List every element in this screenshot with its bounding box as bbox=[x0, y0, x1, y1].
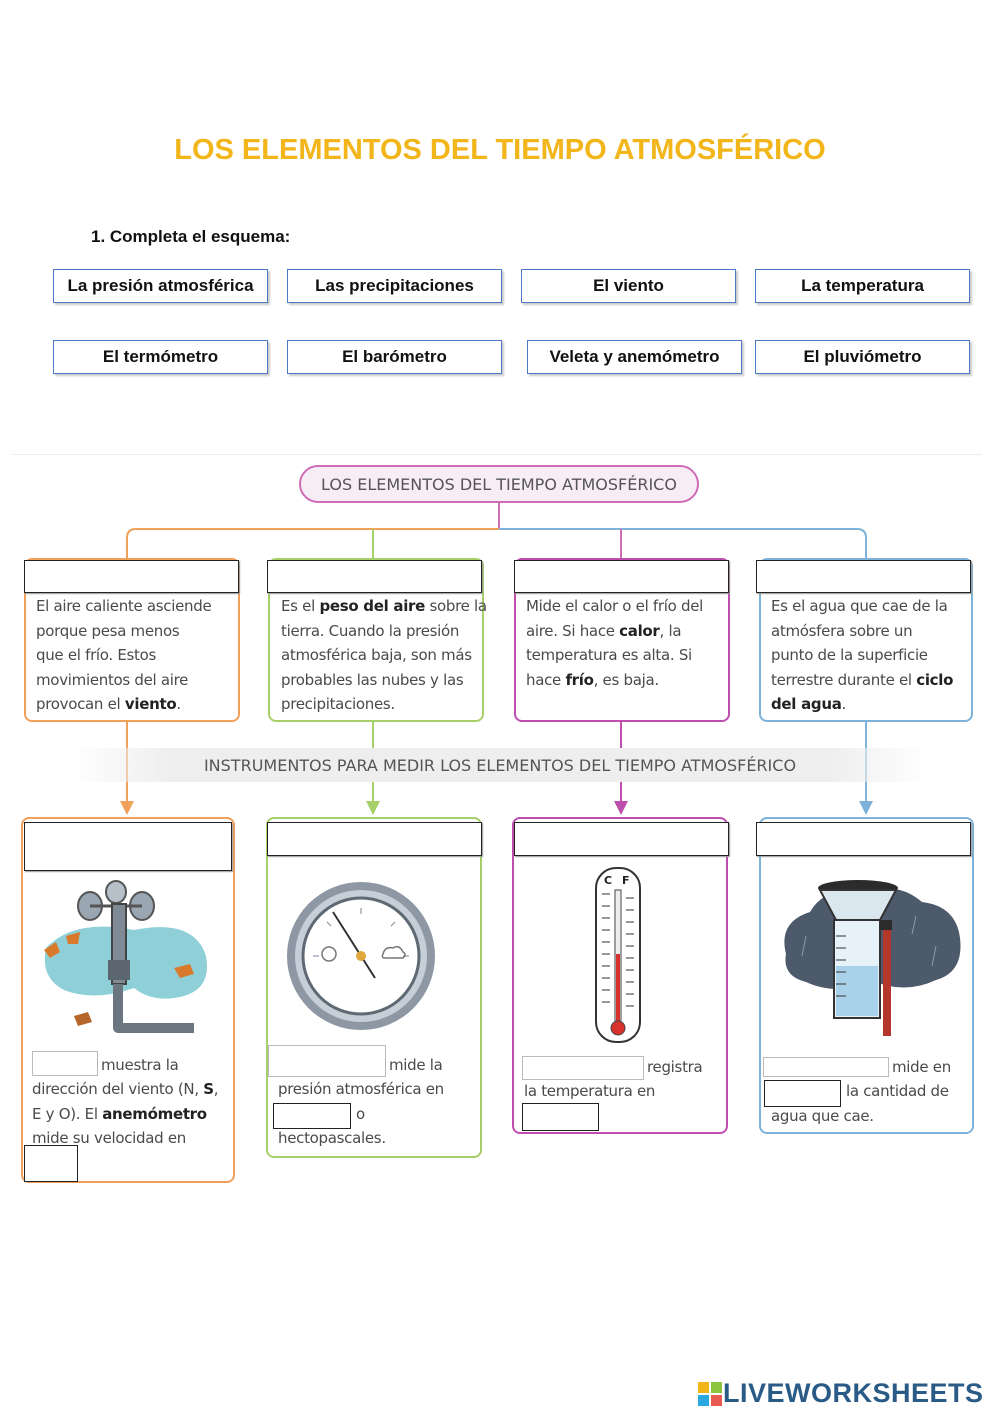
rain-gauge-icon bbox=[784, 880, 961, 1036]
instrument-text-line: la cantidad de bbox=[846, 1082, 949, 1100]
drop-zone-instrument-2[interactable] bbox=[267, 822, 482, 856]
chip-barometro[interactable]: El barómetro bbox=[287, 340, 502, 374]
chip-veleta-anemometro[interactable]: Veleta y anemómetro bbox=[527, 340, 742, 374]
blank-field[interactable] bbox=[763, 1057, 889, 1077]
text-line: temperatura es alta. Si bbox=[526, 646, 692, 665]
text-line: Mide el calor o el frío del bbox=[526, 597, 703, 615]
text-line: aire. Si hace calor, la bbox=[526, 621, 682, 640]
text-line: porque pesa menos bbox=[36, 621, 180, 640]
text-line: atmosférica baja, son más bbox=[281, 646, 472, 665]
text-line: probables las nubes y las bbox=[281, 670, 464, 689]
barometer-icon bbox=[287, 882, 435, 1030]
section-divider bbox=[12, 454, 982, 455]
instrument-text-line: hectopascales. bbox=[278, 1129, 386, 1147]
text-line: provocan el viento. bbox=[36, 695, 181, 714]
instrument-text: dirección del viento (N, S, E y O). El an… bbox=[32, 1077, 219, 1151]
text-line: mide su velocidad en bbox=[32, 1129, 186, 1148]
text-line: terrestre durante el ciclo bbox=[771, 670, 954, 689]
wind-vane-anemometer-icon bbox=[44, 880, 208, 1033]
instrument-text-line: presión atmosférica en bbox=[278, 1080, 444, 1098]
text-line: dirección del viento (N, S, bbox=[32, 1080, 219, 1098]
thermometer-f-label: F bbox=[622, 874, 630, 887]
chip-viento[interactable]: El viento bbox=[521, 269, 736, 303]
text-line: movimientos del aire bbox=[36, 670, 189, 689]
text-line: E y O). El anemómetro bbox=[32, 1104, 207, 1123]
logo-text: LIVEWORKSHEETS bbox=[723, 1378, 984, 1408]
text-line: Es el peso del aire sobre la bbox=[281, 597, 487, 615]
instrument-text-line: muestra la bbox=[101, 1056, 179, 1074]
instrument-text-line: agua que cae. bbox=[771, 1107, 874, 1125]
chip-temperatura[interactable]: La temperatura bbox=[755, 269, 970, 303]
drop-zone-instrument-1[interactable] bbox=[24, 822, 232, 871]
instruments-title: INSTRUMENTOS PARA MEDIR LOS ELEMENTOS DE… bbox=[70, 748, 930, 782]
text-line: atmósfera sobre un bbox=[771, 621, 913, 640]
element-text: Es el peso del aire sobre la tierra. Cuan… bbox=[281, 594, 487, 717]
blank-field[interactable] bbox=[522, 1056, 644, 1080]
liveworksheets-logo-icon bbox=[698, 1381, 722, 1406]
scheme-title: LOS ELEMENTOS DEL TIEMPO ATMOSFÉRICO bbox=[299, 465, 699, 503]
blank-field[interactable] bbox=[268, 1045, 386, 1077]
instrument-text-line: mide la bbox=[389, 1056, 443, 1074]
blank-field[interactable] bbox=[32, 1051, 98, 1076]
blank-field[interactable] bbox=[764, 1080, 841, 1107]
text-line: punto de la superficie bbox=[771, 646, 928, 665]
drop-zone-element-1[interactable] bbox=[24, 560, 239, 593]
drop-zone-element-4[interactable] bbox=[756, 560, 971, 593]
instrument-text-line: registra bbox=[647, 1058, 703, 1076]
blank-field[interactable] bbox=[522, 1103, 599, 1131]
instrument-card-veleta bbox=[21, 817, 235, 1183]
drop-zone-element-2[interactable] bbox=[267, 560, 482, 593]
text-line: precipitaciones. bbox=[281, 695, 395, 714]
instruction-text: 1. Completa el esquema: bbox=[91, 227, 291, 246]
element-text: El aire caliente asciende porque pesa men… bbox=[36, 594, 212, 717]
thermometer-c-label: C bbox=[604, 874, 612, 887]
drop-zone-instrument-3[interactable] bbox=[514, 822, 729, 856]
instrument-text-line: mide en bbox=[892, 1058, 951, 1076]
page-title: LOS ELEMENTOS DEL TIEMPO ATMOSFÉRICO bbox=[174, 134, 826, 166]
thermometer-icon: C F bbox=[595, 867, 641, 1043]
blank-field[interactable] bbox=[273, 1103, 351, 1129]
liveworksheets-logo: LIVEWORKSHEETS bbox=[697, 1378, 984, 1409]
chip-presion-atmosferica[interactable]: La presión atmosférica bbox=[53, 269, 268, 303]
instrument-text-line: o bbox=[356, 1105, 365, 1123]
text-line: del agua. bbox=[771, 695, 847, 714]
drop-zone-instrument-4[interactable] bbox=[756, 822, 971, 856]
instrument-text-line: la temperatura en bbox=[524, 1082, 656, 1100]
chip-precipitaciones[interactable]: Las precipitaciones bbox=[287, 269, 502, 303]
element-text: Es el agua que cae de la atmósfera sobre … bbox=[771, 594, 953, 717]
blank-field[interactable] bbox=[24, 1145, 78, 1182]
element-text: Mide el calor o el frío del aire. Si hace… bbox=[526, 594, 703, 692]
text-line: El aire caliente asciende bbox=[36, 597, 212, 615]
chip-termometro[interactable]: El termómetro bbox=[53, 340, 268, 374]
text-line: hace frío, es baja. bbox=[526, 670, 659, 689]
text-line: que el frío. Estos bbox=[36, 646, 157, 665]
chip-pluviometro[interactable]: El pluviómetro bbox=[755, 340, 970, 374]
text-line: tierra. Cuando la presión bbox=[281, 621, 460, 640]
text-line: Es el agua que cae de la bbox=[771, 597, 948, 615]
drop-zone-element-3[interactable] bbox=[514, 560, 729, 593]
